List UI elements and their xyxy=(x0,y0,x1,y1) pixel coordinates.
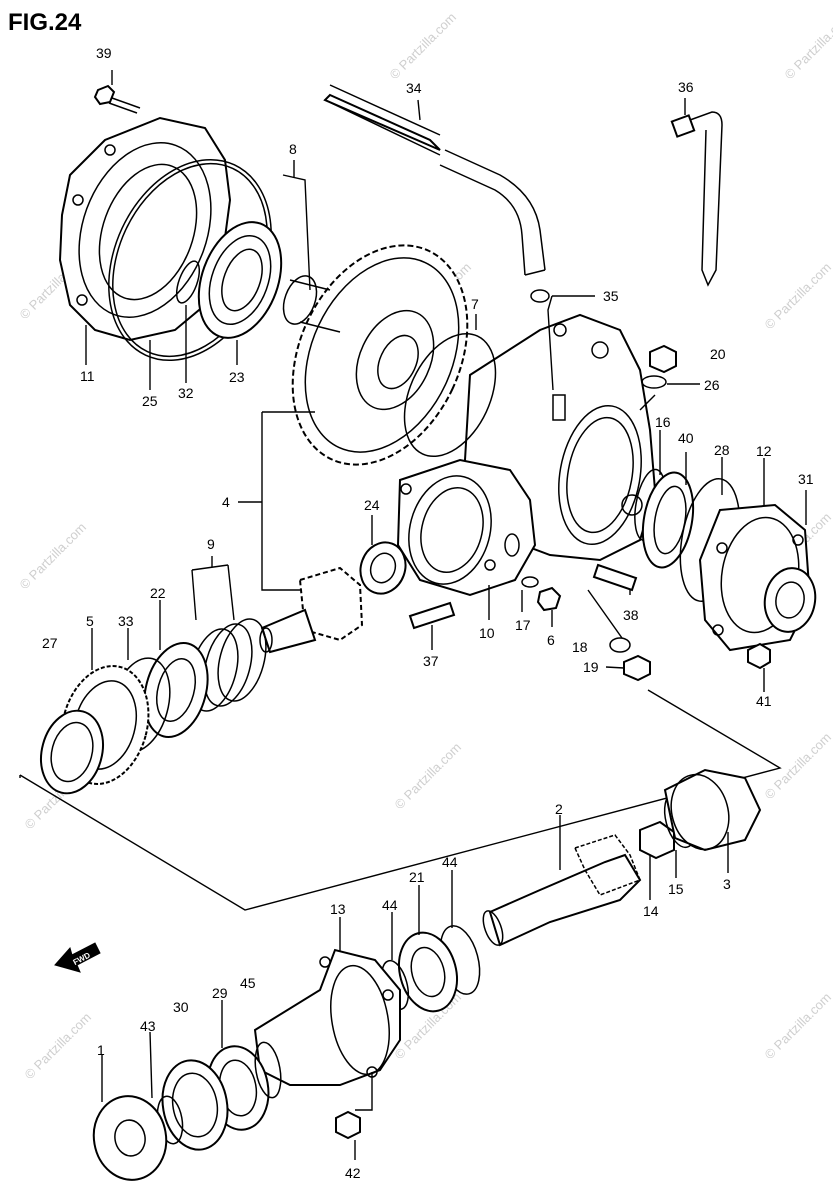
callout-7[interactable]: 7 xyxy=(471,296,479,312)
callout-10[interactable]: 10 xyxy=(479,625,495,641)
group-outline xyxy=(19,689,782,911)
callout-12[interactable]: 12 xyxy=(756,443,772,459)
leader-lines-lower xyxy=(101,815,729,1160)
stud-37[interactable] xyxy=(408,601,456,630)
nut-14[interactable] xyxy=(639,820,675,860)
callout-18[interactable]: 18 xyxy=(572,639,588,655)
callout-29[interactable]: 29 xyxy=(212,985,228,1001)
shim[interactable] xyxy=(172,258,204,306)
figure-title: FIG.24 xyxy=(8,9,82,36)
washer-18[interactable] xyxy=(609,637,631,653)
dust-cover-1[interactable] xyxy=(87,1090,172,1185)
nut-41[interactable] xyxy=(747,642,771,670)
callout-38[interactable]: 38 xyxy=(623,607,639,623)
watermark: © Partzilla.com xyxy=(392,740,465,813)
oil-seal-31[interactable] xyxy=(760,564,820,636)
plug-20[interactable] xyxy=(649,344,677,374)
o-ring-7[interactable] xyxy=(386,319,513,471)
bolt-39[interactable] xyxy=(93,84,141,114)
callout-1[interactable]: 1 xyxy=(97,1042,105,1058)
pinion-carrier[interactable] xyxy=(396,458,537,597)
callout-40[interactable]: 40 xyxy=(678,430,694,446)
watermark: © Partzilla.com xyxy=(782,10,833,83)
watermark: © Partzilla.com xyxy=(387,10,460,83)
washer-17[interactable] xyxy=(521,576,539,588)
callout-16[interactable]: 16 xyxy=(655,414,671,430)
callout-25[interactable]: 25 xyxy=(142,393,158,409)
breather-hose[interactable] xyxy=(323,84,546,276)
callout-42[interactable]: 42 xyxy=(345,1165,361,1181)
callout-5[interactable]: 5 xyxy=(86,613,94,629)
oil-seal-30[interactable] xyxy=(156,1055,235,1155)
output-shaft[interactable] xyxy=(479,834,642,948)
callout-43[interactable]: 43 xyxy=(140,1018,156,1034)
callout-15[interactable]: 15 xyxy=(668,881,684,897)
callout-14[interactable]: 14 xyxy=(643,903,659,919)
callout-37[interactable]: 37 xyxy=(423,653,439,669)
callout-41[interactable]: 41 xyxy=(756,693,772,709)
callout-22[interactable]: 22 xyxy=(150,585,166,601)
callout-28[interactable]: 28 xyxy=(714,442,730,458)
callout-19[interactable]: 19 xyxy=(583,659,599,675)
washer-26[interactable] xyxy=(641,375,667,389)
nut-42[interactable] xyxy=(335,1110,361,1140)
watermark: © Partzilla.com xyxy=(762,260,833,333)
callout-21[interactable]: 21 xyxy=(409,869,425,885)
shim-set-9[interactable] xyxy=(182,614,274,717)
callout-34[interactable]: 34 xyxy=(406,80,422,96)
watermark: © Partzilla.com xyxy=(22,1010,95,1083)
drain-plug-19[interactable] xyxy=(623,654,651,682)
hose-clamp[interactable] xyxy=(670,111,723,287)
callout-35[interactable]: 35 xyxy=(603,288,619,304)
drive-pinion[interactable] xyxy=(259,566,364,654)
watermark: © Partzilla.com xyxy=(762,990,833,1063)
oil-seal-27[interactable] xyxy=(32,704,112,801)
bearing-24[interactable] xyxy=(353,536,412,600)
callout-20[interactable]: 20 xyxy=(710,346,726,362)
callout-32[interactable]: 32 xyxy=(178,385,194,401)
flange-3[interactable] xyxy=(663,768,762,856)
callout-6[interactable]: 6 xyxy=(547,632,555,648)
nut-6[interactable] xyxy=(536,586,562,612)
rear-cover[interactable] xyxy=(56,116,234,342)
watermark: © Partzilla.com xyxy=(17,520,90,593)
callout-26[interactable]: 26 xyxy=(704,377,720,393)
bearing-22[interactable] xyxy=(135,636,218,744)
callout-17[interactable]: 17 xyxy=(515,617,531,633)
callout-31[interactable]: 31 xyxy=(798,471,814,487)
forward-arrow-icon: FWD xyxy=(54,942,101,973)
callout-33[interactable]: 33 xyxy=(118,613,134,629)
hose-clip[interactable] xyxy=(530,289,550,303)
callout-36[interactable]: 36 xyxy=(678,79,694,95)
callout-27[interactable]: 27 xyxy=(42,635,58,651)
leader-lines xyxy=(85,70,807,692)
bearing-23[interactable] xyxy=(184,211,296,350)
callout-24[interactable]: 24 xyxy=(364,497,380,513)
callout-8[interactable]: 8 xyxy=(289,141,297,157)
callout-3[interactable]: 3 xyxy=(723,876,731,892)
callout-23[interactable]: 23 xyxy=(229,369,245,385)
extension-case[interactable] xyxy=(253,948,401,1086)
stud-38[interactable] xyxy=(592,563,638,592)
bearing-21[interactable] xyxy=(391,926,466,1018)
callout-2[interactable]: 2 xyxy=(555,801,563,817)
shim-45[interactable] xyxy=(251,1040,284,1099)
callout-45[interactable]: 45 xyxy=(240,975,256,991)
callout-labels: 39 34 36 8 35 7 20 11 26 23 32 25 16 40 … xyxy=(42,45,814,1181)
callout-11[interactable]: 11 xyxy=(80,368,95,384)
callout-13[interactable]: 13 xyxy=(330,901,346,917)
ring-gear[interactable] xyxy=(259,217,501,493)
callout-39[interactable]: 39 xyxy=(96,45,112,61)
callout-4[interactable]: 4 xyxy=(222,494,230,510)
callout-30[interactable]: 30 xyxy=(173,999,189,1015)
callout-44[interactable]: 44 xyxy=(442,854,458,870)
callout-9[interactable]: 9 xyxy=(207,536,215,552)
watermark: © Partzilla.com xyxy=(762,730,833,803)
callout-44-b[interactable]: 44 xyxy=(382,897,398,913)
